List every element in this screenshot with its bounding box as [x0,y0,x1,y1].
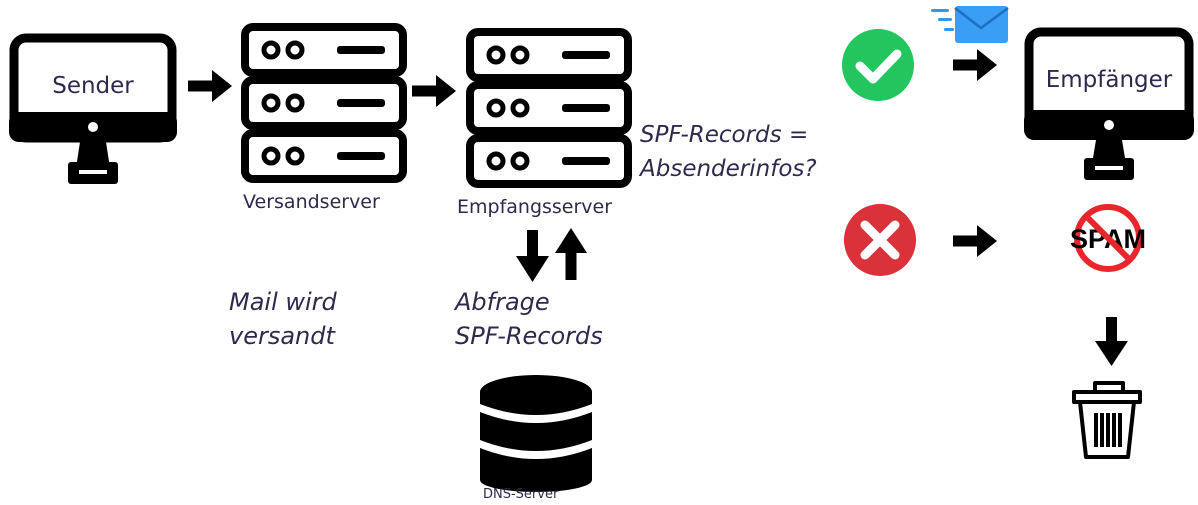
check-circle-icon [842,29,914,101]
annotation-line: Absenderinfos? [640,156,817,182]
annotation-line: versandt [229,322,335,350]
envelope-icon [931,6,1009,43]
empfaenger-computer-icon [1024,27,1194,180]
x-circle-icon [844,204,916,276]
annotation-line: SPF-Records = [640,122,809,148]
versandserver-icon [245,27,403,179]
annotation-line: SPF-Records [455,322,603,350]
arrow-right-icon [412,75,456,107]
prohibited-slash-icon [1083,213,1133,263]
spf-question-annotation: SPF-Records = Absenderinfos? [640,118,817,186]
dns-server-label: DNS-Server [483,487,559,502]
arrow-right-icon [188,70,232,102]
sender-label: Sender [52,73,134,99]
arrow-up-icon [555,228,587,280]
empfangsserver-icon [470,32,628,184]
versandserver-label: Versandserver [243,191,380,213]
arrow-right-icon [953,225,997,257]
prohibited-icon [1074,204,1142,272]
empfangsserver-label: Empfangsserver [457,196,613,218]
annotation-line: Abfrage [455,288,550,316]
mail-versandt-annotation: Mail wird versandt [229,285,337,353]
arrow-right-icon [953,49,997,81]
annotation-line: Mail wird [229,288,337,316]
empfaenger-label: Empfänger [1045,67,1173,93]
arrow-down-icon [516,230,549,282]
arrow-down-icon [1095,317,1128,366]
trash-icon [1072,381,1142,459]
sender-computer-icon [9,33,177,184]
database-icon [480,375,592,492]
abfrage-annotation: Abfrage SPF-Records [455,285,603,353]
